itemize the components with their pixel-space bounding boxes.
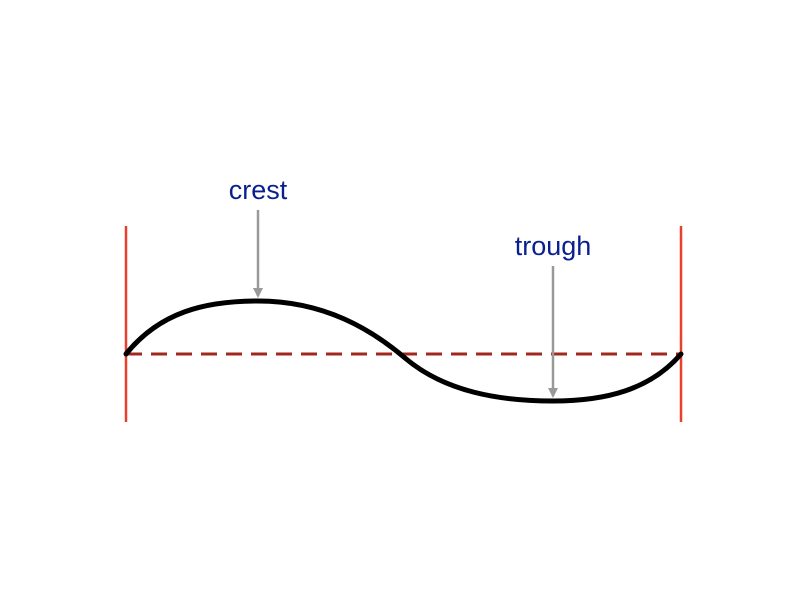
- trough-label: trough: [515, 231, 592, 261]
- wave-curve: [123, 298, 684, 404]
- crest-label: crest: [229, 175, 288, 205]
